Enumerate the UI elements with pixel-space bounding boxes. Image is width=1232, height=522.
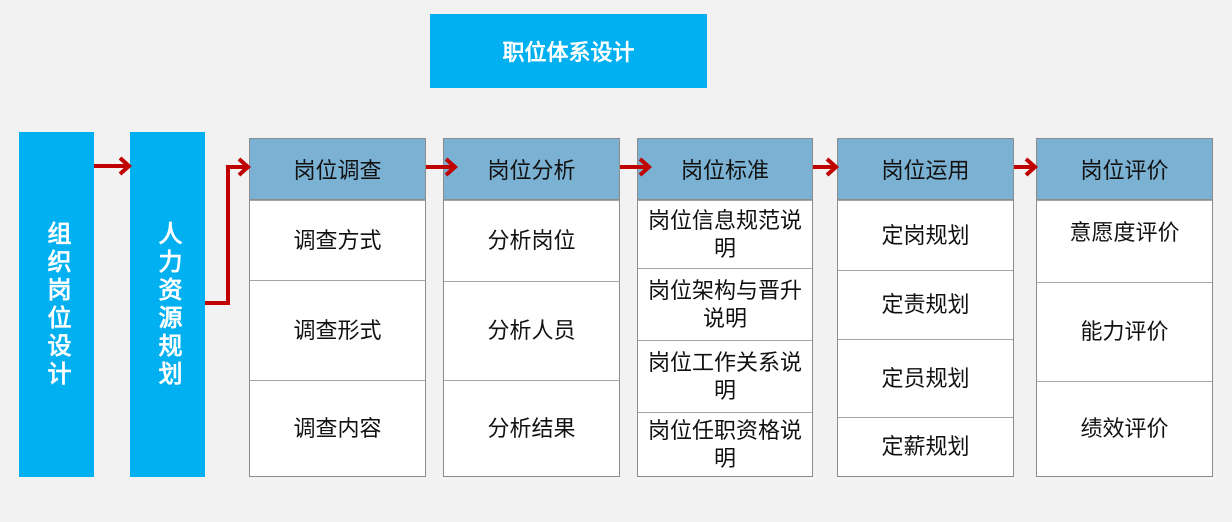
column-cell: 岗位工作关系说明	[638, 340, 812, 412]
column-position-standard: 岗位标准 岗位信息规范说明 岗位架构与晋升说明 岗位工作关系说明 岗位任职资格说…	[637, 138, 813, 477]
org-position-design-bar: 组织岗位设计	[19, 132, 94, 477]
column-cell: 定薪规划	[838, 417, 1013, 476]
column-cell: 调查内容	[250, 380, 425, 476]
arrow-icon	[1014, 157, 1039, 177]
column-cell: 定岗规划	[838, 200, 1013, 270]
column-position-evaluation: 岗位评价 意愿度评价 能力评价 绩效评价	[1036, 138, 1213, 477]
column-position-analysis: 岗位分析 分析岗位 分析人员 分析结果	[443, 138, 620, 477]
column-cell: 定员规划	[838, 339, 1013, 417]
column-cell: 调查方式	[250, 200, 425, 280]
bar-label: 人力资源规划	[154, 220, 181, 389]
column-header: 岗位评价	[1037, 139, 1212, 200]
arrow-icon	[620, 157, 653, 177]
column-position-application: 岗位运用 定岗规划 定责规划 定员规划 定薪规划	[837, 138, 1014, 477]
arrow-icon	[426, 157, 459, 177]
column-cell: 岗位任职资格说明	[638, 412, 812, 476]
column-header: 岗位标准	[638, 139, 812, 200]
column-header: 岗位分析	[444, 139, 619, 200]
column-cell: 能力评价	[1037, 282, 1212, 381]
column-cell: 分析岗位	[444, 200, 619, 281]
column-cell: 分析结果	[444, 380, 619, 476]
arrow-icon	[94, 156, 133, 176]
diagram-title: 职位体系设计	[430, 14, 707, 88]
column-position-survey: 岗位调查 调查方式 调查形式 调查内容	[249, 138, 426, 477]
arrow-icon	[813, 157, 840, 177]
arrow-icon	[205, 157, 252, 305]
column-cell: 意愿度评价	[1037, 200, 1212, 282]
column-cell: 定责规划	[838, 270, 1013, 339]
bar-label: 组织岗位设计	[43, 220, 70, 389]
column-header: 岗位调查	[250, 139, 425, 200]
column-cell: 岗位架构与晋升说明	[638, 268, 812, 340]
column-cell: 岗位信息规范说明	[638, 200, 812, 268]
column-header: 岗位运用	[838, 139, 1013, 200]
column-cell: 调查形式	[250, 280, 425, 380]
hr-planning-bar: 人力资源规划	[130, 132, 205, 477]
column-cell: 分析人员	[444, 281, 619, 380]
column-cell: 绩效评价	[1037, 381, 1212, 476]
